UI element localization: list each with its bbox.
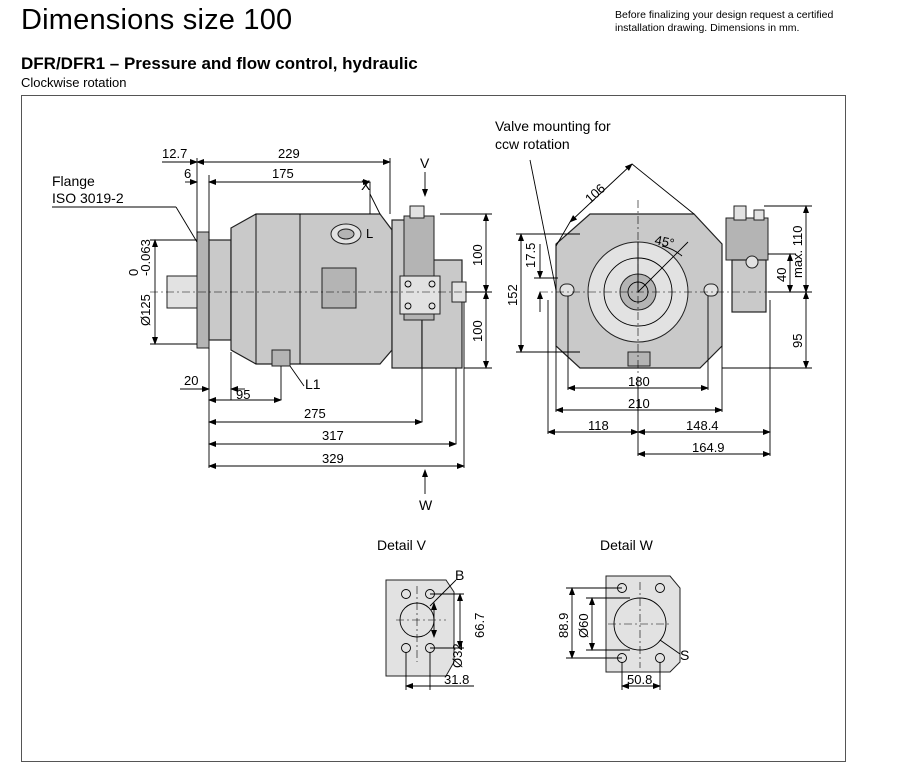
detail-v-title: Detail V [377, 537, 427, 553]
port-l1-label: L1 [305, 376, 321, 392]
detail-w-title: Detail W [600, 537, 654, 553]
rotation-label: Clockwise rotation [21, 75, 127, 90]
dim-diameter-32: Ø32 [450, 643, 465, 668]
front-view-dimensions [516, 159, 812, 457]
port-l-label: L [366, 226, 373, 241]
port-l1-boss [271, 349, 291, 367]
dim-106: 106 [582, 181, 608, 207]
dim-40: 40 [774, 268, 789, 282]
view-v-label: V [420, 155, 430, 171]
tolerance-upper: 0 [126, 269, 141, 276]
dim-17-5: 17.5 [523, 243, 538, 268]
valve-note-line-1: Valve mounting for [495, 118, 611, 134]
detail-v-plate [385, 579, 455, 677]
dim-12-7: 12.7 [162, 146, 187, 161]
side-view-dimensions [52, 158, 492, 494]
dim-95: 95 [236, 387, 250, 402]
dim-180: 180 [628, 374, 650, 389]
detail-w-port-label: S [680, 647, 689, 663]
tolerance-lower: -0.063 [138, 239, 153, 276]
flange-collar [208, 239, 232, 341]
dim-118: 118 [588, 418, 609, 433]
dim-31-8: 31.8 [444, 672, 469, 687]
dim-100-top: 100 [470, 244, 485, 266]
valve-note-line-2: ccw rotation [495, 136, 570, 152]
dim-210: 210 [628, 396, 650, 411]
side-view-labels: Flange ISO 3019-2 12.7 229 6 175 X L L1 … [52, 146, 485, 513]
dim-100-bottom: 100 [470, 320, 485, 342]
mounting-flange [196, 231, 210, 349]
front-view-pump [540, 200, 780, 384]
detail-w: Detail W S 88.9 Ø60 50.8 [556, 537, 689, 690]
dim-20: 20 [184, 373, 198, 388]
dim-164-9: 164.9 [692, 440, 725, 455]
flange-standard: ISO 3019-2 [52, 190, 124, 206]
dim-152: 152 [505, 284, 520, 306]
dim-50-8: 50.8 [627, 672, 652, 687]
dim-148-4: 148.4 [686, 418, 719, 433]
dim-max-110: max. 110 [790, 225, 805, 278]
installation-note-line-2: installation drawing. Dimensions in mm. [615, 22, 800, 34]
view-w-label: W [419, 497, 433, 513]
drawing-frame [21, 95, 846, 762]
front-control-valve [725, 217, 769, 261]
detail-v-port-label: B [455, 567, 464, 583]
side-view-pump [150, 205, 490, 369]
name-plate [321, 267, 357, 309]
installation-note: Before finalizing your design request a … [615, 9, 875, 35]
dim-88-9: 88.9 [556, 613, 571, 638]
port-x-label: X [361, 177, 371, 193]
dim-6: 6 [184, 166, 191, 181]
dim-66-7: 66.7 [472, 613, 487, 638]
page-title: Dimensions size 100 [21, 4, 293, 36]
installation-note-line-1: Before finalizing your design request a … [615, 9, 834, 21]
dim-317: 317 [322, 428, 344, 443]
flange-label: Flange [52, 173, 95, 189]
dim-diameter-60: Ø60 [576, 613, 591, 638]
dim-175: 175 [272, 166, 294, 181]
dim-45-degrees: 45° [653, 232, 675, 251]
dim-329: 329 [322, 451, 344, 466]
dim-275: 275 [304, 406, 326, 421]
detail-v: Detail V B 66.7 Ø32 31.8 [377, 537, 487, 690]
dim-229: 229 [278, 146, 300, 161]
dim-95-right: 95 [790, 334, 805, 348]
section-subtitle: DFR/DFR1 – Pressure and flow control, hy… [21, 54, 418, 73]
dim-diameter-125: Ø125 [138, 294, 153, 326]
